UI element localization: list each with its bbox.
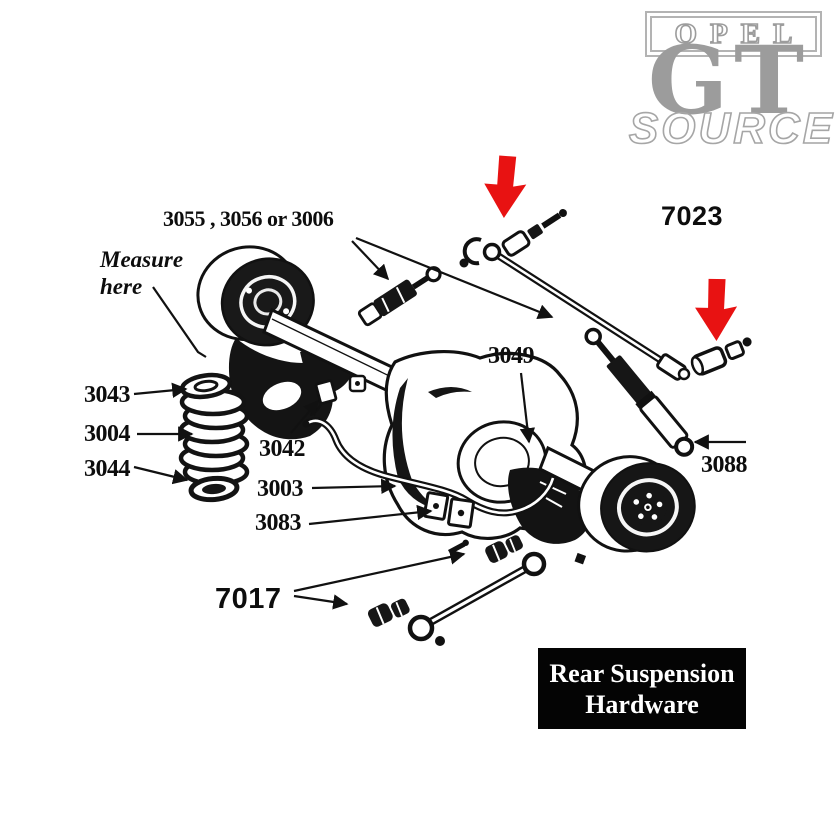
opel-logo-inner-border: OPEL [650,16,817,52]
callout-3083: 3083 [255,510,302,536]
title-plate-line1: Rear Suspension [549,659,735,688]
sway-bar-bracket [422,491,475,529]
callout-measure-here: Measure here [100,246,183,300]
measure-line2: here [100,274,143,299]
callout-3003: 3003 [257,476,304,502]
leader-shock-options-b [355,236,554,319]
coil-spring [178,387,250,487]
measure-line1: Measure [100,247,184,272]
callout-3043: 3043 [84,382,131,408]
control-arm-bushings-upper [485,535,523,563]
callout-shock-options: 3055 , 3056 or 3006 [163,206,334,231]
highlight-arrow-1 [484,155,527,218]
leader-arrows [133,236,746,610]
control-arm-bushings-lower [367,598,410,627]
callout-3004: 3004 [84,421,131,447]
differential-housing [382,350,591,544]
panhard-rod [459,237,691,381]
shock-absorber-small [357,266,442,327]
leader-7017-b [293,594,349,610]
panhard-bushings [501,208,567,257]
track-rod-bushings [690,337,752,376]
right-brake-drum [577,455,696,553]
leader-measure [152,286,207,358]
title-plate-line2: Hardware [585,690,699,719]
title-plate: Rear Suspension Hardware [538,648,746,729]
callout-7023: 7023 [661,201,724,231]
leader-3083 [308,504,433,526]
shock-absorber-right [584,327,695,457]
spring-seat [188,475,240,503]
leader-3003 [311,478,397,495]
callout-3044: 3044 [84,456,131,482]
opel-logo-text: OPEL [674,17,806,51]
leader-3042 [290,399,319,434]
highlight-arrow-2 [695,278,738,342]
gt-logo-text: GT [647,26,811,136]
opel-logo-box: OPEL [645,11,822,57]
source-logo-text: SOURCE [628,104,836,154]
leader-3044 [133,465,189,485]
callout-3088: 3088 [701,452,748,478]
lower-control-arm [367,535,587,646]
callout-7017: 7017 [215,583,282,615]
callout-3042: 3042 [259,436,306,462]
sway-bar [302,417,557,517]
leader-3049 [519,372,536,444]
callout-3049: 3049 [488,343,535,369]
leader-7017-a [293,549,466,593]
leader-3043 [133,382,188,398]
leader-shock-options-a [351,240,390,281]
control-arm-bolt [447,539,469,555]
